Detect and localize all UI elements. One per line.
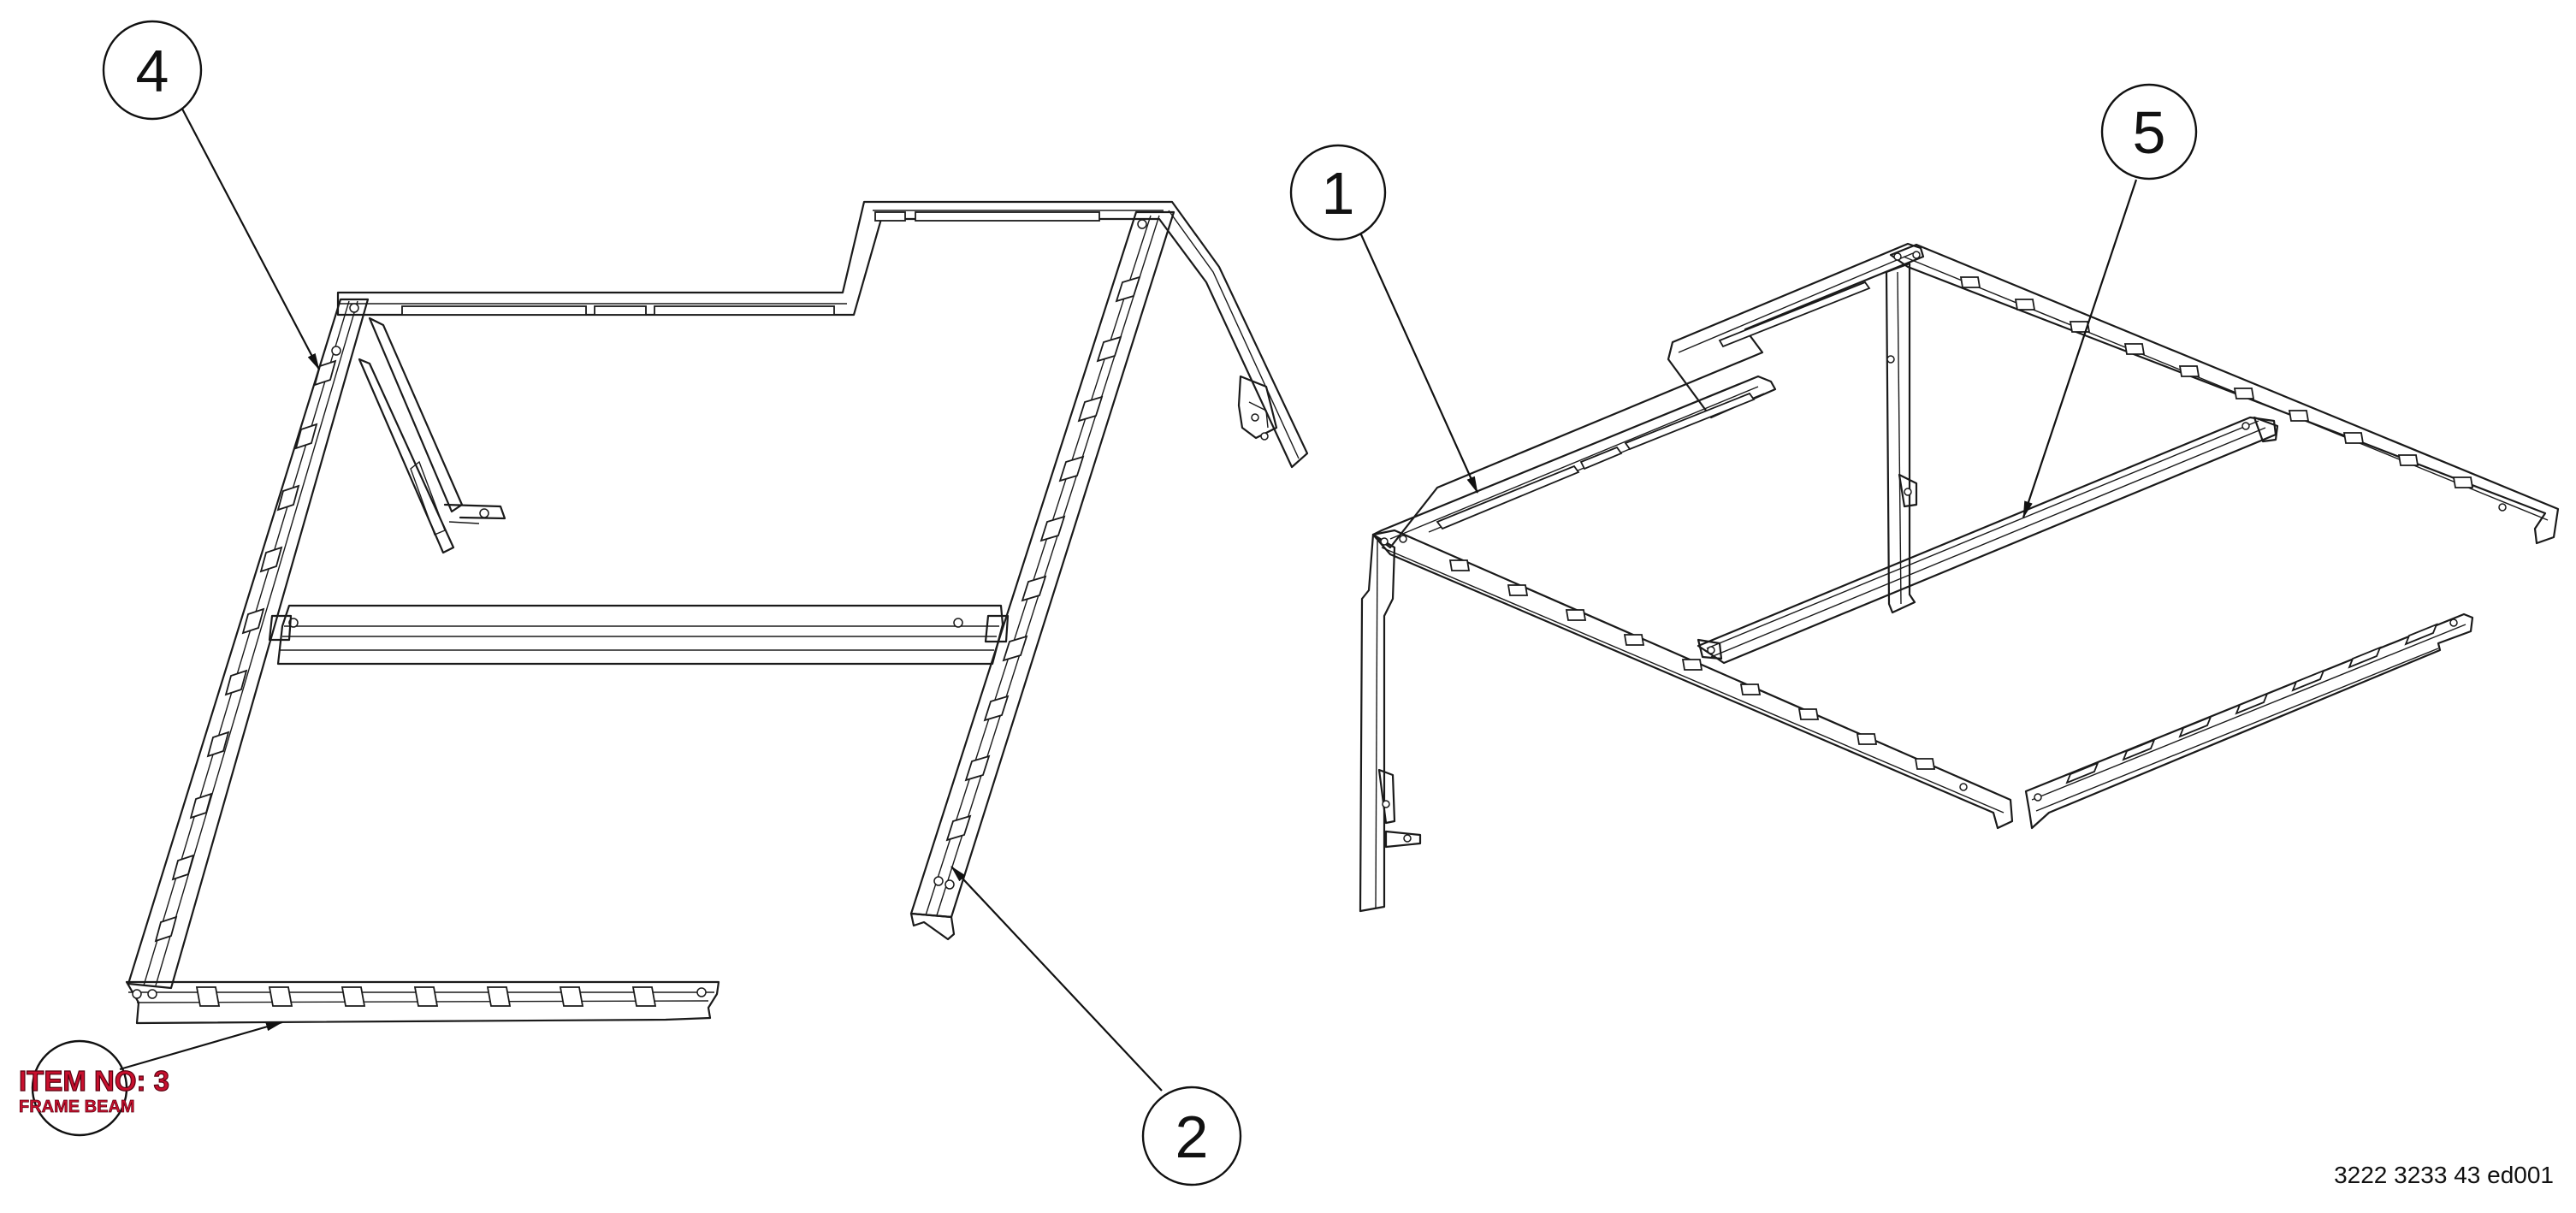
right-rear-side-rail xyxy=(1889,243,2560,545)
balloon-1-label: 1 xyxy=(1322,160,1355,227)
balloon-5: 5 xyxy=(2022,83,2198,518)
bottom-beam-slots xyxy=(195,986,657,1007)
balloon-2: 2 xyxy=(950,866,1242,1186)
right-rear-post xyxy=(1885,262,1918,614)
right-front-side-rail xyxy=(1371,529,2014,830)
left-upright-column xyxy=(127,298,370,990)
balloon-4: 4 xyxy=(102,20,320,370)
left-upright-slots xyxy=(154,359,337,943)
balloon-2-label: 2 xyxy=(1175,1104,1209,1170)
front-rail-slots xyxy=(1448,559,1936,770)
balloon-5-label: 5 xyxy=(2133,99,2166,166)
left-cross-beam xyxy=(268,604,1010,666)
right-upright-slots xyxy=(945,275,1141,842)
bottom-frame-beam xyxy=(125,980,720,1025)
top-frame-member xyxy=(336,200,1309,469)
right-cross-beam xyxy=(1697,416,2279,665)
bottom-rail-slots xyxy=(2065,623,2438,784)
balloon-1: 1 xyxy=(1289,144,1479,494)
left-inner-brace xyxy=(358,317,506,554)
document-id: 3222 3233 43 ed001 xyxy=(2334,1162,2554,1188)
item-3-callout: ITEM NO: 3 FRAME BEAM xyxy=(18,1021,283,1137)
top-end-bracket xyxy=(1237,375,1278,441)
right-front-leg xyxy=(1359,533,1422,913)
right-upright-column xyxy=(909,210,1175,941)
right-bottom-rail xyxy=(2024,612,2474,830)
rear-rail-slots xyxy=(1959,276,2474,488)
left-frame-assembly xyxy=(125,200,1309,1025)
item-3-number: ITEM NO: 3 xyxy=(19,1065,169,1097)
balloon-4-label: 4 xyxy=(136,38,169,104)
item-3-description: FRAME BEAM xyxy=(19,1098,135,1116)
right-frame-assembly xyxy=(1359,242,2560,913)
right-top-frame xyxy=(1371,242,1925,549)
